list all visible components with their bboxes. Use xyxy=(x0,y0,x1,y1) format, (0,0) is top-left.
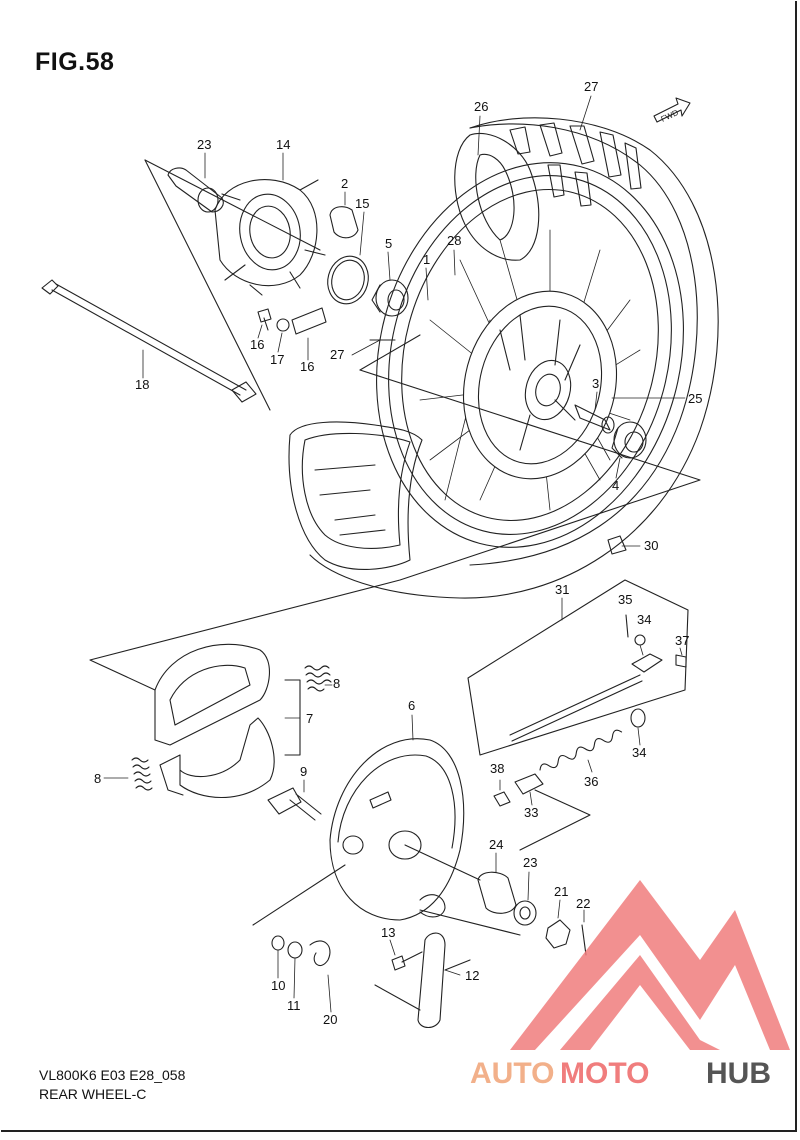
callout: 18 xyxy=(135,377,149,392)
figure-code: VL800K6 E03 E28_058 xyxy=(39,1067,186,1083)
callout: 8 xyxy=(333,676,340,691)
cotter-pin-22 xyxy=(581,924,587,956)
callout: 10 xyxy=(271,978,285,993)
callout: 3 xyxy=(592,376,599,391)
callout: 22 xyxy=(576,896,590,911)
callout: 21 xyxy=(554,884,568,899)
tire-section-upper xyxy=(454,133,540,261)
pin-35 xyxy=(625,614,629,638)
axle-19 xyxy=(41,279,257,403)
watermark-part3: HUB xyxy=(706,1057,771,1090)
washer-11 xyxy=(287,941,303,959)
callout: 36 xyxy=(584,774,598,789)
callout: 35 xyxy=(618,592,632,607)
callout: 17 xyxy=(270,352,284,367)
callout: 4 xyxy=(612,478,619,493)
joint-33 xyxy=(514,773,544,795)
washer-34-upper xyxy=(634,634,646,646)
tire-tread-top xyxy=(509,122,642,207)
spring-8-lower xyxy=(131,757,153,791)
bushing-2 xyxy=(329,206,359,239)
brake-panel-6 xyxy=(329,738,465,921)
callout: 1 xyxy=(423,252,430,267)
tire-rim xyxy=(309,117,719,599)
callout: 26 xyxy=(474,99,488,114)
wheel-hub xyxy=(462,290,618,480)
brake-cam-9 xyxy=(267,787,322,821)
cam-lever-12 xyxy=(417,932,446,1029)
callout: 24 xyxy=(489,837,503,852)
callout: 34 xyxy=(632,745,646,760)
fwd-label: FWD xyxy=(659,108,680,124)
callout: 8 xyxy=(94,771,101,786)
bearing-4 xyxy=(611,421,647,459)
brake-rod-32 xyxy=(509,614,687,771)
o-ring-15 xyxy=(327,255,369,305)
nut-21 xyxy=(545,919,571,949)
tire-section-lower xyxy=(288,421,423,570)
callout: 37 xyxy=(675,633,689,648)
bracket-7 xyxy=(284,679,301,756)
callout: 15 xyxy=(355,196,369,211)
callout: 34 xyxy=(637,612,651,627)
plate-16 xyxy=(291,307,327,335)
callout: 20 xyxy=(323,1012,337,1027)
bushing-24 xyxy=(477,871,517,914)
callout: 23 xyxy=(523,855,537,870)
bolt-37 xyxy=(675,654,687,668)
callout: 5 xyxy=(385,236,392,251)
callout: 13 xyxy=(381,925,395,940)
figure-title: FIG.58 xyxy=(35,48,115,76)
bolt-17 xyxy=(257,308,272,331)
callout: 28 xyxy=(447,233,461,248)
bearing-5 xyxy=(375,279,409,317)
valve-cap-31 xyxy=(607,535,627,555)
callout: 38 xyxy=(490,761,504,776)
washer-18 xyxy=(276,318,290,332)
spacer-3 xyxy=(574,404,611,431)
spring-20 xyxy=(309,940,331,966)
collar-25 xyxy=(167,167,224,213)
callout: 25 xyxy=(688,391,702,406)
nut-38 xyxy=(493,791,511,807)
callout: 30 xyxy=(644,538,658,553)
callout: 9 xyxy=(300,764,307,779)
callout: 16 xyxy=(250,337,264,352)
washer-34-lower xyxy=(630,708,646,728)
sprocket-carrier-14 xyxy=(214,179,326,296)
callout: 23 xyxy=(197,137,211,152)
callout: 2 xyxy=(341,176,348,191)
washer-23 xyxy=(513,900,537,926)
watermark-logo xyxy=(510,880,790,1050)
brake-shoe-7 xyxy=(154,643,275,798)
watermark-part2: MOTO xyxy=(560,1057,649,1090)
callout: 12 xyxy=(465,968,479,983)
fwd-arrow-icon: FWD xyxy=(653,97,691,124)
callout: 11 xyxy=(287,998,301,1013)
callout: 33 xyxy=(524,805,538,820)
figure-subtitle: REAR WHEEL-C xyxy=(39,1086,147,1102)
spring-8-upper xyxy=(304,665,332,692)
callout: 6 xyxy=(408,698,415,713)
watermark-part1: AUTO xyxy=(470,1057,554,1090)
callout: 31 xyxy=(555,582,569,597)
spring-36 xyxy=(539,729,623,771)
callout: 7 xyxy=(306,711,313,726)
watermark-text: AUTO MOTO HUB xyxy=(470,1057,771,1090)
bolt-13 xyxy=(391,951,423,971)
washer-10 xyxy=(271,935,285,951)
callout-labels: 26 27 28 1 2 15 3 5 14 23 18 16 17 15 16… xyxy=(94,79,702,1027)
callout: 27 xyxy=(330,347,344,362)
callout: 27 xyxy=(584,79,598,94)
callout: 14 xyxy=(276,137,290,152)
callout: 16 xyxy=(300,359,314,374)
